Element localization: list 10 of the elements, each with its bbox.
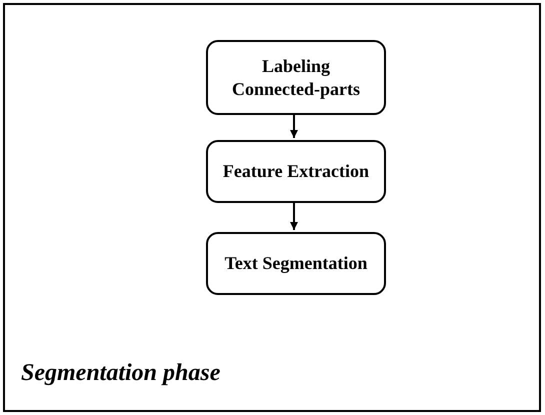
arrow xyxy=(290,113,298,138)
process-box xyxy=(206,140,386,203)
process-box xyxy=(206,232,386,295)
frame-box xyxy=(3,3,541,412)
box-label: Labeling Connected-parts xyxy=(231,55,361,100)
box-label: Text Segmentation xyxy=(224,252,368,275)
process-box xyxy=(206,40,386,115)
caption-text: Segmentation phase xyxy=(21,361,220,385)
arrow xyxy=(290,201,298,230)
box-label: Feature Extraction xyxy=(222,160,370,183)
